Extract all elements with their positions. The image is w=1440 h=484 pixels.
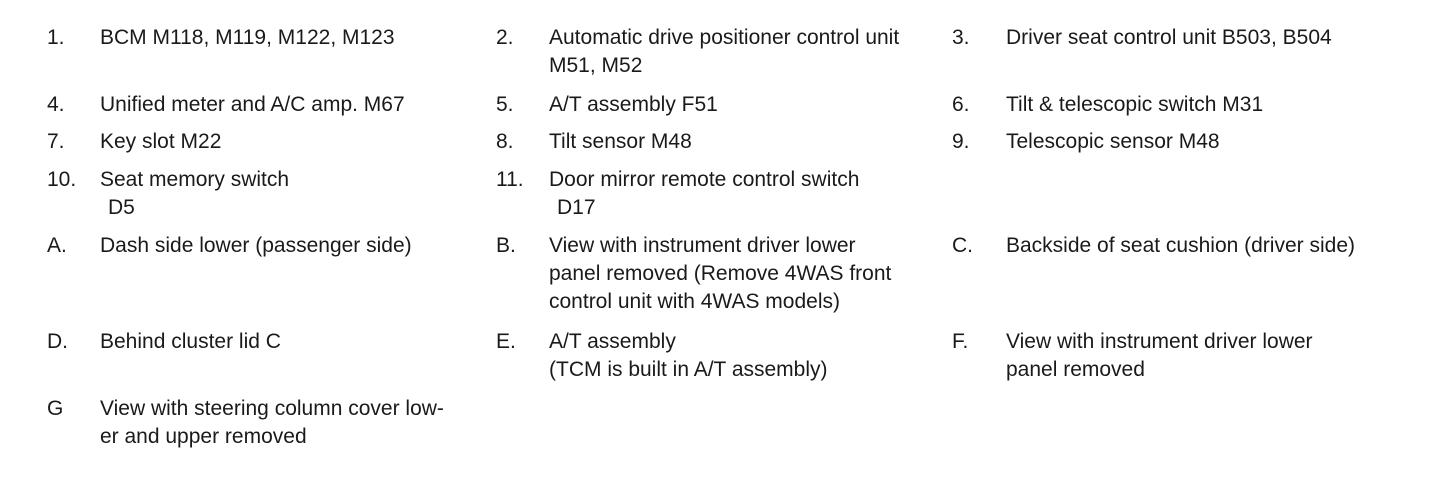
legend-item-line: A/T assembly F51 <box>549 93 718 116</box>
legend-item-text: Behind cluster lid C <box>100 328 490 356</box>
legend-item-number: G <box>47 397 64 420</box>
legend-item-line: panel removed (Remove 4WAS front <box>549 262 892 285</box>
legend-item-line: View with steering column cover low- <box>100 397 444 420</box>
legend-item-number: 8. <box>496 130 514 153</box>
legend-item-line: Automatic drive positioner control unit <box>549 26 900 49</box>
legend-item-text: A/T assembly (TCM is built in A/T assembl… <box>549 328 939 384</box>
legend-item-line: D5 <box>108 196 135 219</box>
legend-item-line: Backside of seat cushion (driver side) <box>1006 234 1355 257</box>
legend-item-number: D. <box>47 330 68 353</box>
legend-item-number: 11. <box>496 168 524 191</box>
legend-item-number: F. <box>952 330 969 353</box>
legend-item-number: 5. <box>496 93 514 116</box>
legend-item-line: Seat memory switch <box>100 168 290 191</box>
legend-item-number: 2. <box>496 26 514 49</box>
legend-item-text: Backside of seat cushion (driver side) <box>1006 232 1426 260</box>
legend-item-text: View with instrument driver lower panel r… <box>1006 328 1426 384</box>
legend-item-line: Behind cluster lid C <box>100 330 281 353</box>
legend-item-line: M51, M52 <box>549 54 643 77</box>
legend-item-line: View with instrument driver lower <box>549 234 856 257</box>
legend-item-text: Unified meter and A/C amp. M67 <box>100 91 490 119</box>
legend-item-line: Key slot M22 <box>100 130 222 153</box>
legend-item-text: Tilt & telescopic switch M31 <box>1006 91 1426 119</box>
legend-item-line: Tilt sensor M48 <box>549 130 692 153</box>
legend-item-number: 10. <box>47 168 77 191</box>
legend-item-number: B. <box>496 234 516 257</box>
legend-item-line: control unit with 4WAS models) <box>549 290 840 313</box>
legend-item-number: 9. <box>952 130 970 153</box>
legend-item-line: BCM M118, M119, M122, M123 <box>100 26 395 49</box>
legend-item-line: er and upper removed <box>100 425 307 448</box>
legend-item-line: D17 <box>557 196 596 219</box>
legend-item-text: Telescopic sensor M48 <box>1006 128 1426 156</box>
legend-item-text: View with steering column cover low-er a… <box>100 395 490 451</box>
legend-item-line: (TCM is built in A/T assembly) <box>549 358 828 381</box>
legend-item-text: Tilt sensor M48 <box>549 128 939 156</box>
legend-item-number: 3. <box>952 26 970 49</box>
legend-item-number: 7. <box>47 130 65 153</box>
legend-item-number: 1. <box>47 26 65 49</box>
legend-item-line: panel removed <box>1006 358 1145 381</box>
legend-item-number: 6. <box>952 93 970 116</box>
legend-item-number: A. <box>47 234 67 257</box>
legend-item-number: 4. <box>47 93 65 116</box>
legend-item-text: View with instrument driver lower panel r… <box>549 232 939 316</box>
legend-item-text: Driver seat control unit B503, B504 <box>1006 24 1426 52</box>
legend-item-text: A/T assembly F51 <box>549 91 939 119</box>
legend-item-number: C. <box>952 234 973 257</box>
legend-item-text: Key slot M22 <box>100 128 490 156</box>
legend-item-line: A/T assembly <box>549 330 676 353</box>
legend-item-line: Driver seat control unit B503, B504 <box>1006 26 1332 49</box>
legend-item-line: Door mirror remote control switch <box>549 168 860 191</box>
legend-item-line: Tilt & telescopic switch M31 <box>1006 93 1264 116</box>
legend-item-number: E. <box>496 330 516 353</box>
legend-item-line: Dash side lower (passenger side) <box>100 234 412 257</box>
legend-item-text: Dash side lower (passenger side) <box>100 232 490 260</box>
legend-item-line: Telescopic sensor M48 <box>1006 130 1220 153</box>
legend-item-text: BCM M118, M119, M122, M123 <box>100 24 490 52</box>
legend-item-line: Unified meter and A/C amp. M67 <box>100 93 405 116</box>
legend-item-line: View with instrument driver lower <box>1006 330 1313 353</box>
